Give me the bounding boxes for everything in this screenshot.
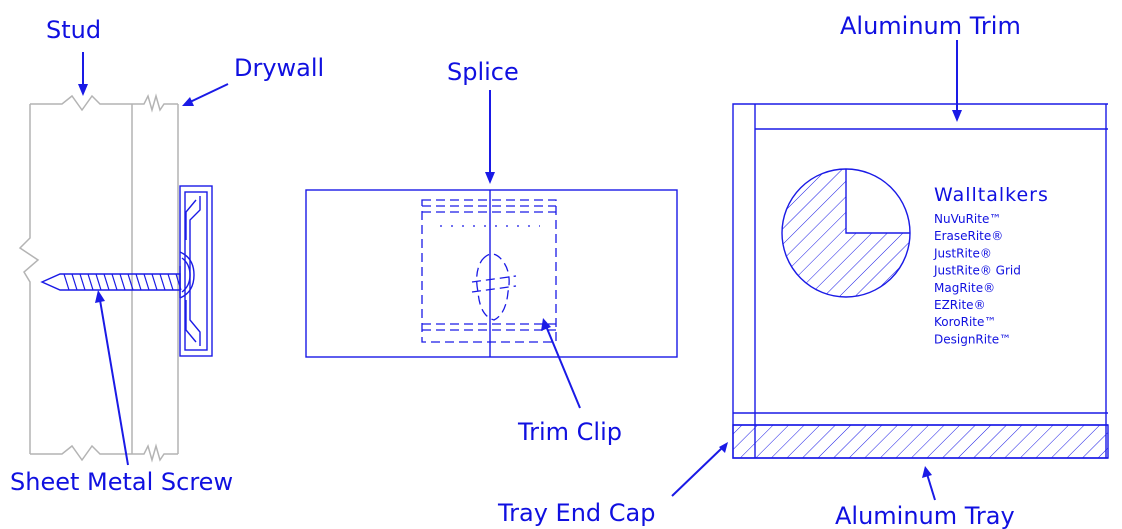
screw-thread	[135, 273, 142, 291]
screw-thread	[63, 273, 70, 291]
screw-thread	[71, 273, 78, 291]
splice-front-view	[305, 189, 678, 358]
label-splice: Splice	[447, 58, 519, 86]
screw-thread	[167, 273, 174, 291]
trim-clip-leader	[541, 318, 581, 409]
tray-end-cap-leader	[671, 442, 728, 497]
aluminum-trim-leader	[952, 40, 962, 122]
label-sheet-metal-screw: Sheet Metal Screw	[10, 468, 233, 496]
screw-thread	[127, 273, 134, 291]
wall-section-view	[18, 93, 213, 463]
product-item: MagRite®	[934, 281, 995, 295]
product-item: EZRite®	[934, 298, 986, 312]
screw-leader	[95, 290, 129, 466]
drywall-leader	[182, 83, 229, 106]
product-item: JustRite® Grid	[933, 264, 1021, 278]
product-item: NuVuRite™	[934, 212, 1001, 226]
label-aluminum-tray: Aluminum Tray	[835, 502, 1015, 529]
label-tray-end-cap: Tray End Cap	[497, 499, 655, 527]
trim-profile-section	[179, 185, 213, 357]
label-stud: Stud	[46, 16, 101, 44]
screw-thread	[175, 273, 182, 291]
aluminum-tray-hatched	[732, 424, 1109, 459]
screw-thread	[143, 273, 150, 291]
screw-thread	[111, 273, 118, 291]
screw-thread	[159, 273, 166, 291]
label-drywall: Drywall	[234, 54, 324, 82]
label-trim-clip: Trim Clip	[517, 418, 622, 446]
screw-thread	[95, 273, 102, 291]
board-front-view: Walltalkers NuVuRite™ EraseRite® JustRite®…	[732, 103, 1109, 459]
stud-outline	[18, 94, 133, 462]
brand-title: Walltalkers	[934, 184, 1049, 206]
product-item: EraseRite®	[934, 229, 1003, 243]
trim-face-outline	[305, 189, 678, 358]
drywall-outline	[132, 93, 179, 463]
walltalkers-logo-icon	[781, 168, 911, 298]
splice-leader	[485, 90, 495, 184]
sheet-metal-screw	[40, 266, 182, 298]
callout-leaders	[78, 40, 962, 501]
product-item: JustRite®	[933, 246, 992, 260]
product-list: NuVuRite™ EraseRite® JustRite® JustRite® Gr…	[933, 212, 1021, 346]
stud-leader	[78, 52, 88, 96]
screw-thread	[151, 273, 158, 291]
screw-thread	[103, 273, 110, 291]
screw-thread	[87, 273, 94, 291]
screw-thread	[79, 273, 86, 291]
screw-thread	[119, 273, 126, 291]
trim-clip-hidden-outline	[421, 199, 557, 343]
product-item: DesignRite™	[934, 332, 1011, 346]
label-aluminum-trim: Aluminum Trim	[840, 12, 1021, 40]
aluminum-tray-leader	[922, 466, 936, 501]
board-outer-frame	[732, 103, 1108, 459]
product-item: KoroRite™	[934, 315, 996, 329]
